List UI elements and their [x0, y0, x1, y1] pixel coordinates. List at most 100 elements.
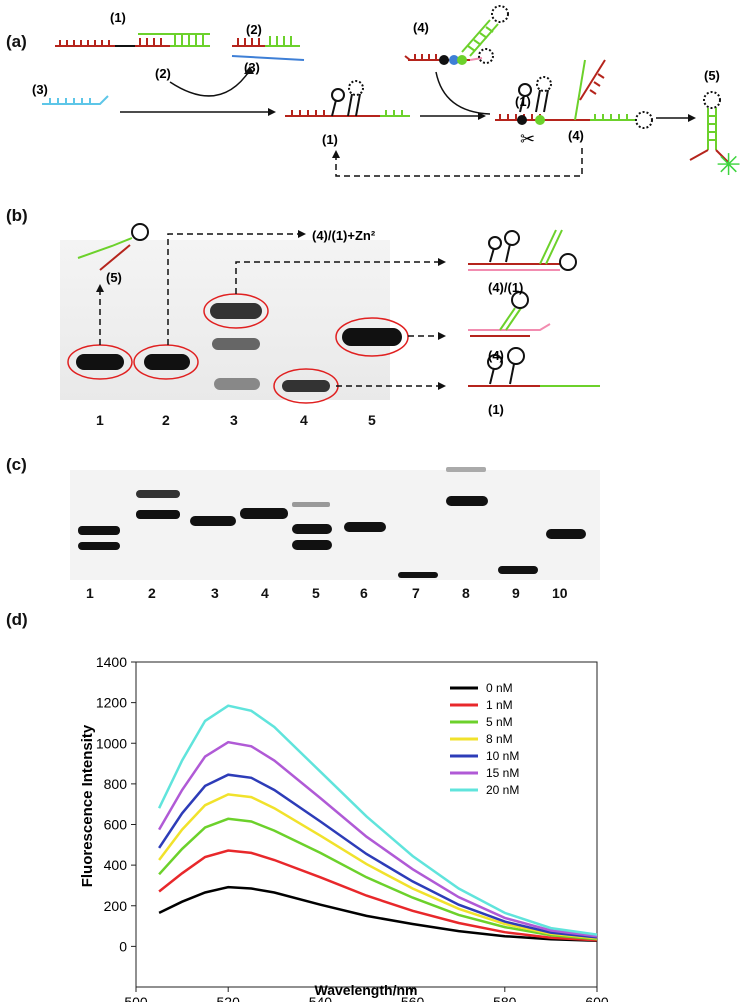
- circle-b-5: [335, 317, 409, 357]
- legend-label: 5 nM: [486, 715, 513, 729]
- label-a-2: (2): [246, 22, 262, 37]
- x-tick-label: 520: [217, 994, 241, 1002]
- band-c-5a: [292, 502, 330, 507]
- y-tick-label: 0: [119, 938, 127, 954]
- arrow-curve-a-2: [435, 71, 491, 115]
- band-c-4: [240, 508, 288, 519]
- fluorophore-dot-b: [457, 55, 467, 65]
- panel-b-overlay: (5) (4)/(1)+Zn² (4)/(1) (4) (1): [67, 223, 600, 417]
- arrow-b-3: [235, 261, 440, 294]
- y-tick-label: 1400: [96, 654, 127, 670]
- star-burst-icon: ✳: [716, 149, 741, 182]
- gel-c: [70, 470, 600, 580]
- y-tick-label: 200: [104, 898, 128, 914]
- lane-label-c-6: 6: [360, 585, 368, 601]
- legend-label: 15 nM: [486, 766, 519, 780]
- series-line-0-nM: [158, 885, 598, 942]
- label-a-1-middle: (1): [322, 132, 338, 147]
- legend-label: 20 nM: [486, 783, 519, 797]
- band-b-1: [76, 354, 124, 370]
- series-line-20-nM: [157, 704, 598, 936]
- label-b-1: (1): [488, 402, 504, 417]
- band-c-8b: [446, 496, 488, 506]
- lane-label-b-1: 1: [96, 412, 104, 428]
- duplex-2-3: [231, 36, 305, 61]
- band-c-2a: [136, 490, 180, 498]
- scissors-icon: ✂: [520, 129, 535, 149]
- label-a-5: (5): [704, 68, 720, 83]
- quencher-dot-complex: [517, 115, 527, 125]
- strand-3: [42, 95, 109, 105]
- panel-c-bands: [78, 467, 586, 578]
- label-a-2-arrow: (2): [155, 66, 171, 81]
- band-b-3a: [210, 303, 262, 319]
- circle-b-2: [133, 344, 199, 380]
- lane-label-b-3: 3: [230, 412, 238, 428]
- arrow-curve-a: [169, 69, 251, 97]
- band-c-5c: [292, 540, 332, 550]
- panel-label-b: (b): [6, 206, 28, 225]
- band-b-5: [342, 328, 402, 346]
- feedback-loop: [335, 148, 583, 177]
- x-axis-label: Wavelength/nm: [315, 982, 418, 998]
- legend-label: 1 nM: [486, 698, 513, 712]
- duplex-1-2: [55, 33, 210, 47]
- label-a-4-top: (4): [413, 20, 429, 35]
- panel-label-c: (c): [6, 455, 27, 474]
- label-b-5: (5): [106, 270, 122, 285]
- strand-icon-5: [77, 223, 149, 271]
- band-c-9: [498, 566, 538, 574]
- band-c-10: [546, 529, 586, 539]
- lane-label-c-5: 5: [312, 585, 320, 601]
- panel-label-d: (d): [6, 610, 28, 629]
- x-tick-label: 540: [309, 994, 333, 1002]
- lane-label-c-1: 1: [86, 585, 94, 601]
- quencher-dot: [439, 55, 449, 65]
- band-c-3: [190, 516, 236, 526]
- series-line-10-nM: [158, 773, 598, 939]
- fluorophore-dot-complex: [535, 115, 545, 125]
- label-a-1-complex: (1): [515, 94, 531, 109]
- band-b-2: [144, 354, 190, 370]
- label-b-4-1: (4)/(1): [488, 280, 523, 295]
- lane-label-b-4: 4: [300, 412, 308, 428]
- lane-label-c-2: 2: [148, 585, 156, 601]
- panel-label-a: (a): [6, 32, 27, 51]
- y-tick-label: 400: [104, 857, 128, 873]
- legend-label: 8 nM: [486, 732, 513, 746]
- lane-label-c-7: 7: [412, 585, 420, 601]
- band-c-8a: [446, 467, 486, 472]
- x-tick-label: 580: [493, 994, 517, 1002]
- x-tick-label: 600: [585, 994, 609, 1002]
- band-b-3b: [212, 338, 260, 350]
- y-tick-label: 600: [104, 817, 128, 833]
- series-line-1-nM: [158, 849, 598, 942]
- strand-icon-4: [468, 291, 551, 337]
- y-tick-label: 800: [104, 776, 128, 792]
- band-c-5b: [292, 524, 332, 534]
- series-line-15-nM: [158, 740, 598, 938]
- label-a-3: (3): [32, 82, 48, 97]
- lane-label-c-4: 4: [261, 585, 269, 601]
- y-tick-label: 1000: [96, 735, 127, 751]
- legend-label: 0 nM: [486, 681, 513, 695]
- label-b-4: (4): [488, 348, 504, 363]
- series-line-5-nM: [158, 817, 598, 941]
- x-tick-label: 500: [124, 994, 148, 1002]
- lane-label-c-9: 9: [512, 585, 520, 601]
- gel-b: [60, 240, 390, 400]
- series-line-8-nM: [158, 793, 598, 940]
- label-b-top: (4)/(1)+Zn²: [312, 228, 376, 243]
- lane-label-c-8: 8: [462, 585, 470, 601]
- y-tick-label: 1200: [96, 695, 127, 711]
- lane-label-b-2: 2: [162, 412, 170, 428]
- band-c-7: [398, 572, 438, 578]
- label-a-1: (1): [110, 10, 126, 25]
- y-axis-label: Fluorescence Intensity: [79, 724, 96, 887]
- lane-label-c-3: 3: [211, 585, 219, 601]
- fluorophore-dot-a: [449, 55, 459, 65]
- band-b-3c: [214, 378, 260, 390]
- product-5: [689, 91, 729, 163]
- band-c-1b: [78, 542, 120, 550]
